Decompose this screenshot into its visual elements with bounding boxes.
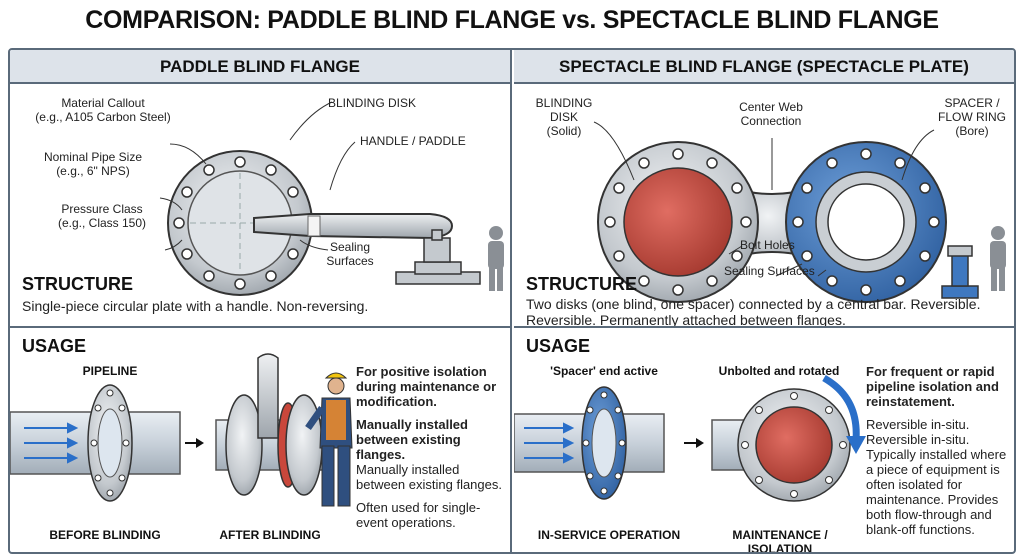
blinding-disk-callout: BLINDING DISK — [328, 96, 417, 110]
maintenance-label: MAINTENANCE / ISOLATION — [732, 528, 828, 554]
center-web-callout: Center Web Connection — [739, 100, 803, 128]
paddle-handle-raised — [257, 353, 279, 439]
spacer-active-label: 'Spacer' end active — [550, 364, 658, 378]
comparison-frame: PADDLE BLIND FLANGE — [8, 48, 1016, 554]
spectacle-structure-heading: STRUCTURE — [526, 274, 637, 294]
rotation-arrow — [822, 374, 860, 441]
scale-person-icon — [488, 226, 504, 291]
bolt-holes-callout: Bolt Holes — [740, 238, 795, 252]
scale-person-icon-2 — [990, 226, 1006, 291]
spectacle-structure-text: Two disks (one blind, one spacer) connec… — [526, 296, 981, 328]
paddle-structure-text: Single-piece circular plate with a handl… — [22, 298, 369, 314]
spectacle-header: SPECTACLE BLIND FLANGE (SPECTACLE PLATE) — [514, 50, 1014, 84]
paddle-profile-icon — [395, 229, 481, 285]
paddle-structure-heading: STRUCTURE — [22, 274, 133, 294]
paddle-usage-heading: USAGE — [22, 336, 87, 356]
spectacle-usage-section: USAGE 'Spacer' end active Unbolted and r… — [514, 326, 1014, 552]
spectacle-usage-notes: For frequent or rapid pipeline isolation… — [866, 364, 1007, 537]
paddle-usage-illustration — [10, 353, 353, 507]
paddle-header: PADDLE BLIND FLANGE — [10, 50, 510, 84]
paddle-diagram — [159, 101, 504, 296]
sealing-surfaces-callout: Sealing Surfaces — [326, 240, 374, 268]
page-title: COMPARISON: PADDLE BLIND FLANGE vs. SPEC… — [85, 6, 939, 34]
spectacle-panel: SPECTACLE BLIND FLANGE (SPECTACLE PLATE) — [514, 50, 1014, 552]
pressure-callout: Pressure Class (e.g., Class 150) — [57, 202, 147, 230]
after-blinding-label: AFTER BLINDING — [219, 528, 321, 542]
worker-icon — [305, 372, 353, 507]
spectacle-usage-heading: USAGE — [526, 336, 591, 356]
unbolted-label: Unbolted and rotated — [718, 364, 840, 378]
blinding-disk-callout-2: BLINDING DISK (Solid) — [535, 96, 593, 138]
in-service-label: IN-SERVICE OPERATION — [537, 528, 681, 542]
material-callout: Material Callout (e.g., A105 Carbon Stee… — [35, 96, 171, 124]
handle-callout: HANDLE / PADDLE — [360, 134, 466, 148]
spectacle-usage-illustration — [514, 374, 866, 502]
paddle-handle — [253, 213, 454, 240]
spacer-bore — [827, 183, 905, 261]
spectacle-diagram — [593, 121, 1006, 303]
before-blinding-label: BEFORE BLINDING — [49, 528, 161, 542]
paddle-usage-section: USAGE PIPELINE — [10, 326, 510, 552]
spacer-callout: SPACER / FLOW RING (Bore) — [938, 96, 1006, 138]
nps-callout: Nominal Pipe Size (e.g., 6" NPS) — [43, 150, 143, 178]
pipeline-label: PIPELINE — [82, 364, 138, 378]
sealing-surfaces-callout-2: Sealing Surfaces — [724, 264, 815, 278]
flow-arrows — [24, 422, 79, 464]
paddle-usage-notes: For positive isolation during maintenanc… — [356, 364, 502, 530]
paddle-panel: PADDLE BLIND FLANGE — [10, 50, 512, 552]
blind-disk — [623, 167, 733, 277]
spectacle-profile-icon — [941, 245, 979, 299]
